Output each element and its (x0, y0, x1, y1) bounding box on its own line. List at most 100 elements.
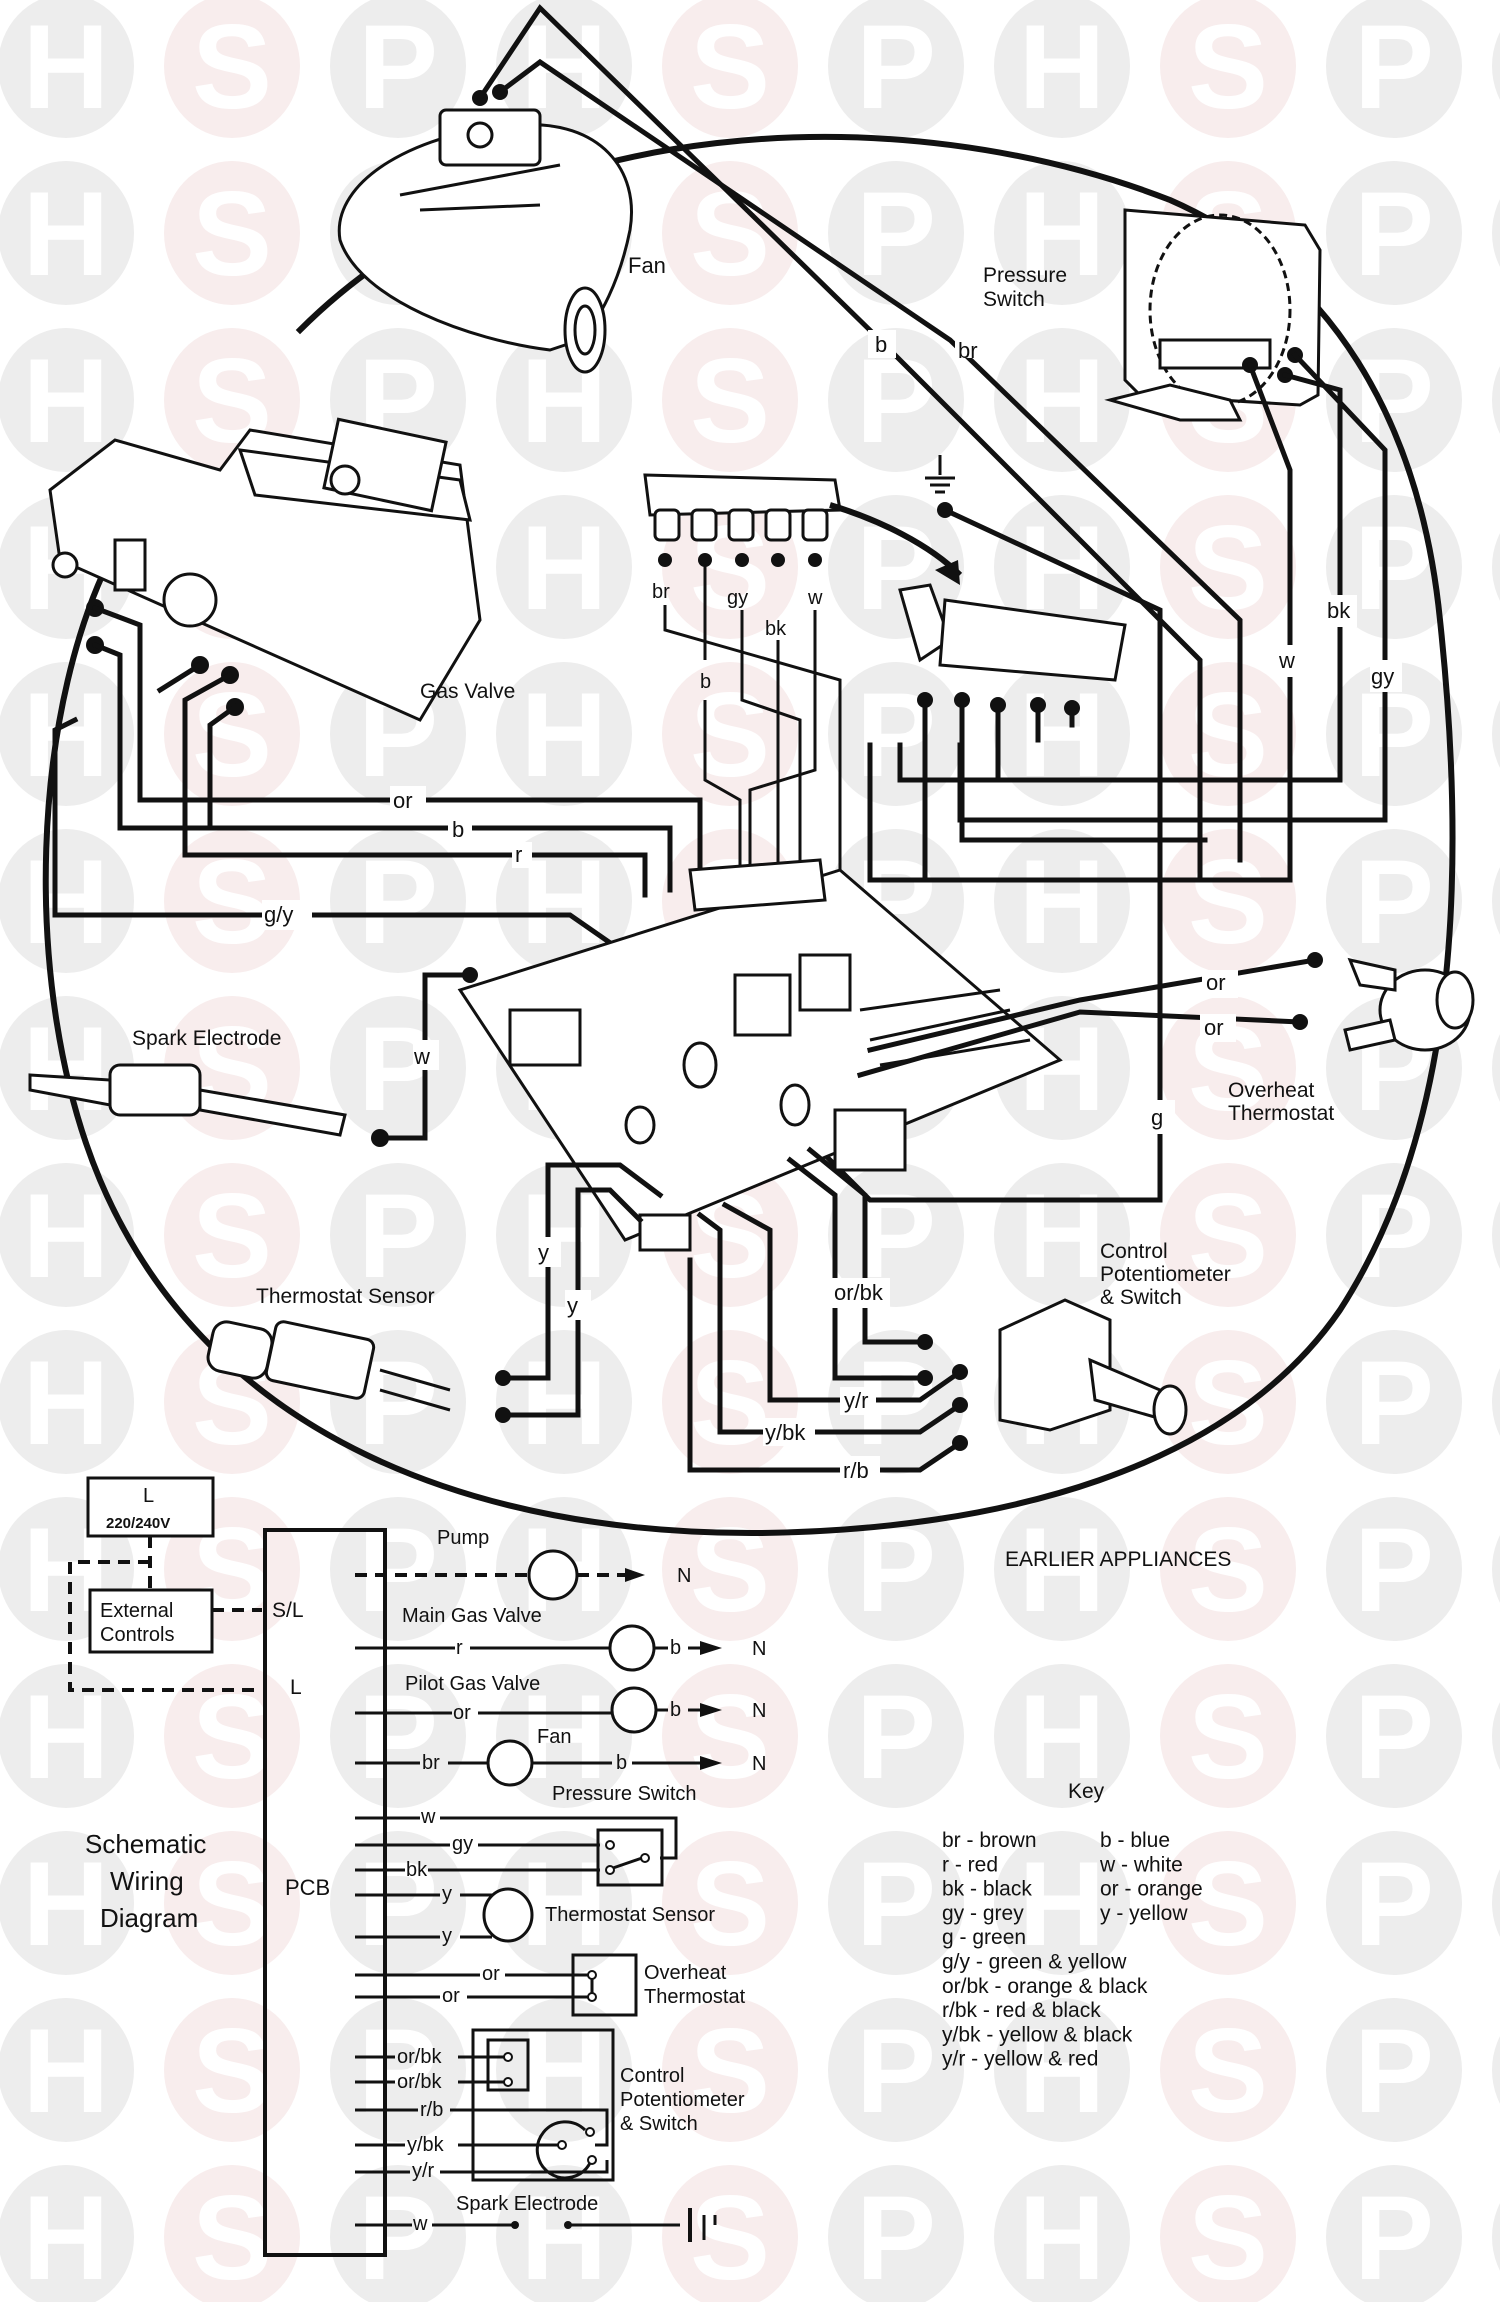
watermark-tile: H (0, 161, 134, 305)
svg-text:S: S (192, 0, 272, 134)
svg-text:S: S (1188, 1837, 1268, 1971)
svg-text:H: H (23, 1336, 110, 1470)
svg-text:P: P (358, 2004, 438, 2138)
pot-schematic-label: Control (620, 2065, 684, 2087)
neutral-label: N (677, 1565, 691, 1587)
key-entry: r - red (942, 1853, 998, 1876)
wire-label: bk (406, 1859, 428, 1881)
wire-label: r (515, 842, 522, 867)
svg-text:H: H (23, 1670, 110, 1804)
watermark-tile: S (164, 662, 300, 806)
svg-text:S: S (1188, 0, 1268, 134)
main-gas-valve-label: Main Gas Valve (402, 1605, 542, 1627)
gas-valve: Gas Valve (48, 417, 515, 722)
svg-text:S: S (690, 0, 770, 134)
svg-text:P: P (856, 1670, 936, 1804)
svg-text:H: H (23, 167, 110, 301)
overheat-thermostat-label: Thermostat (1228, 1102, 1334, 1125)
spark-electrode: Spark Electrode w (28, 967, 478, 1147)
overheat-thermostat-label: Overheat (1228, 1079, 1315, 1102)
watermark-tile: S (662, 1998, 798, 2142)
watermark-tile: S (662, 328, 798, 472)
wire-label: or/bk (397, 2046, 442, 2068)
watermark-tile: H (496, 662, 632, 806)
pcb-terminal-l: L (290, 1676, 302, 1699)
svg-text:P: P (1354, 2171, 1434, 2302)
svg-text:P: P (856, 0, 936, 134)
watermark-tile: P (1326, 1998, 1462, 2142)
pcb-label: PCB (285, 1875, 330, 1900)
svg-text:H: H (521, 1336, 608, 1470)
watermark-tile: H (1492, 2203, 1500, 2271)
watermark-tile: P (828, 1998, 964, 2142)
pressure-switch: Pressure Switch (983, 208, 1322, 422)
watermark-tile: P (828, 1831, 964, 1975)
wire-label: w (413, 1044, 430, 1069)
watermark-tile: P (828, 161, 964, 305)
watermark-tile: P (1326, 2165, 1462, 2302)
svg-text:S: S (1188, 501, 1268, 635)
wire-label: y/r (412, 2160, 435, 2182)
wire-label: gy (452, 1833, 473, 1855)
watermark-tile: H (1492, 1034, 1500, 1102)
svg-text:H: H (1019, 0, 1106, 134)
svg-text:H: H (23, 0, 110, 134)
neutral-label: N (752, 1753, 766, 1775)
thermostat-sensor-label: Thermostat Sensor (256, 1285, 435, 1308)
spark-schematic-label: Spark Electrode (456, 2193, 598, 2215)
wire-label: y/bk (407, 2134, 445, 2156)
svg-text:P: P (856, 1837, 936, 1971)
external-controls-label: Controls (100, 1624, 174, 1646)
watermark-tile: H (1492, 199, 1500, 267)
svg-text:H: H (1019, 1670, 1106, 1804)
svg-text:P: P (1354, 835, 1434, 969)
watermark-tile: P (1326, 0, 1462, 138)
overheat-schematic-label: Thermostat (644, 1986, 746, 2008)
svg-text:H: H (1019, 2004, 1106, 2138)
watermark-tile: H (1492, 1201, 1500, 1269)
svg-text:S: S (1188, 1670, 1268, 1804)
svg-text:H: H (1019, 1169, 1106, 1303)
svg-text:S: S (192, 167, 272, 301)
watermark-tile: P (1326, 1497, 1462, 1641)
watermark-tile: P (330, 1497, 466, 1641)
watermark-tile: H (994, 829, 1130, 973)
wire-label: b (700, 671, 711, 693)
watermark-tile: H (496, 2165, 632, 2302)
harness-connector: br gy w b bk (643, 473, 963, 870)
watermark-tile: P (330, 1998, 466, 2142)
svg-text:H: H (23, 2004, 110, 2138)
watermark-tile: S (1160, 1163, 1296, 1307)
watermark-tile: P (330, 1163, 466, 1307)
control-potentiometer-label: Potentiometer (1100, 1263, 1231, 1286)
watermark-tile: P (1326, 161, 1462, 305)
wire-label: w (807, 587, 823, 609)
wire-label: or (393, 788, 413, 813)
watermark-tile: P (330, 2165, 466, 2302)
key-entry: bk - black (942, 1878, 1032, 1901)
wire-label: b (670, 1637, 681, 1659)
watermark-tile: H (1492, 1368, 1500, 1436)
key-entry: br - brown (942, 1829, 1037, 1852)
neutral-label: N (752, 1638, 766, 1660)
wire-label: gy (1371, 664, 1394, 689)
watermark-tile: S (662, 1831, 798, 1975)
svg-text:S: S (192, 2004, 272, 2138)
wire-label: b (670, 1699, 681, 1721)
watermark-tile: H (0, 829, 134, 973)
wire-label: y/bk (765, 1420, 806, 1445)
wire-label: bk (765, 618, 787, 640)
watermark-tile: H (994, 1998, 1130, 2142)
plug-block (898, 583, 1258, 883)
svg-text:H: H (1019, 835, 1106, 969)
schematic: L 220/240V External Controls S/L L PCB S… (68, 1476, 766, 2257)
schematic-title: Wiring (110, 1866, 184, 1896)
fan-schematic-label: Fan (537, 1726, 571, 1748)
wire-label: w (412, 2213, 428, 2235)
overheat-thermostat: or or Overheat Thermostat (856, 952, 1475, 1125)
fan: Fan (337, 108, 666, 374)
wire-label: bk (1327, 598, 1351, 623)
control-potentiometer: Control Potentiometer & Switch or/bk y/r… (687, 1146, 1231, 1484)
watermark-tile: P (1326, 829, 1462, 973)
